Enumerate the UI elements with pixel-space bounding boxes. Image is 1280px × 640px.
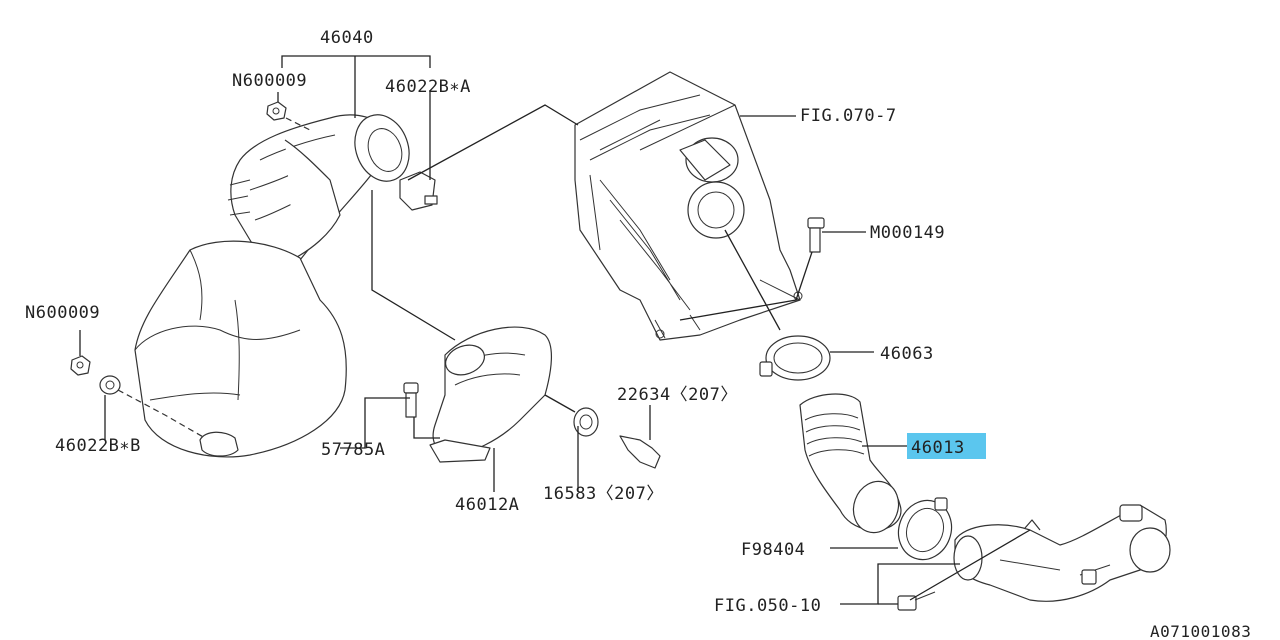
air-cleaner-box (574, 71, 803, 341)
clamp-f98404 (897, 497, 953, 561)
label-m000149[interactable]: M000149 (870, 223, 945, 243)
label-46022b-b[interactable]: 46022B∗B (55, 436, 141, 456)
label-16583[interactable]: 16583〈207〉 (543, 484, 664, 504)
label-46013[interactable]: 46013 (911, 438, 965, 458)
highlight-46013 (907, 433, 986, 459)
clamp-46063 (759, 335, 831, 381)
label-fig050-10[interactable]: FIG.050-10 (714, 596, 821, 616)
resonator-chamber (134, 240, 347, 458)
label-57785a[interactable]: 57785A (321, 440, 385, 460)
label-n600009-left[interactable]: N600009 (25, 303, 100, 323)
label-n600009-top[interactable]: N600009 (232, 71, 307, 91)
duct-46012a (429, 326, 553, 463)
drawing-code: A071001083 (1150, 622, 1251, 640)
label-46012a[interactable]: 46012A (455, 495, 519, 515)
label-46022b-a[interactable]: 46022B∗A (385, 77, 471, 97)
label-46040[interactable]: 46040 (320, 28, 374, 48)
small-fasteners (70, 101, 936, 611)
label-22634[interactable]: 22634〈207〉 (617, 385, 738, 405)
label-46063[interactable]: 46063 (880, 344, 934, 364)
air-intake-boot-46013 (799, 393, 902, 534)
label-fig070-7[interactable]: FIG.070-7 (800, 106, 897, 126)
leader-lines (79, 55, 1031, 605)
label-f98404[interactable]: F98404 (741, 540, 805, 560)
intake-duct-46040 (227, 114, 410, 263)
throttle-pipe (953, 504, 1171, 602)
